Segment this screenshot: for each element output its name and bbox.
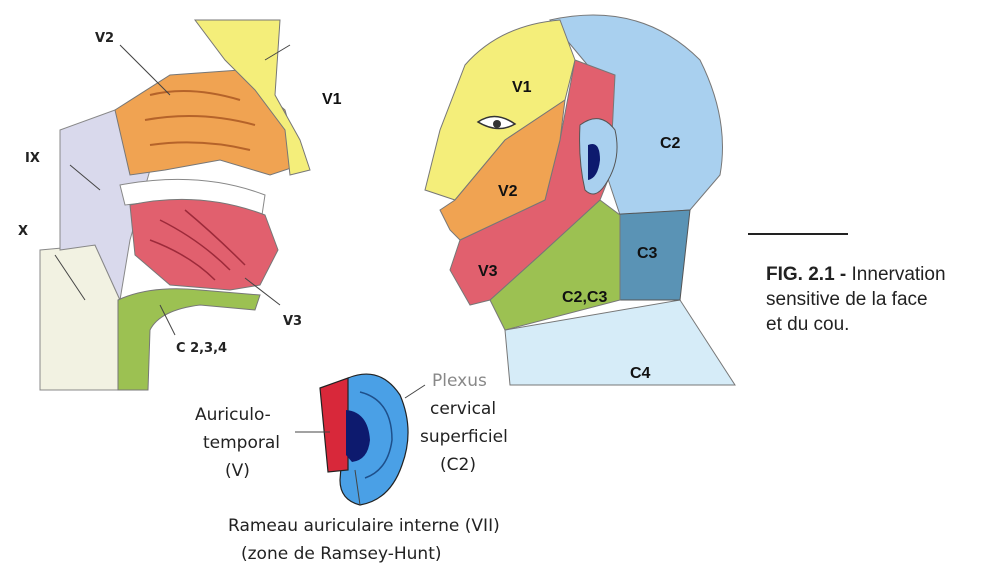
ear-right-label-3: superficiel: [420, 427, 508, 447]
ear-right-label-4: (C2): [440, 455, 476, 475]
caption-rule: [748, 233, 848, 235]
label-v1-profile: V1: [512, 79, 532, 96]
label-ix: IX: [25, 151, 40, 166]
label-v2-sagittal: V2: [95, 31, 114, 46]
pupil: [493, 120, 501, 128]
label-x: X: [18, 224, 28, 239]
label-c234: C 2,3,4: [176, 341, 227, 356]
region-v3-sagittal: [130, 199, 278, 290]
ear-right-label-1: Plexus: [432, 371, 487, 391]
ear-bottom-label-1: Rameau auriculaire interne (VII): [228, 516, 500, 536]
ear-left-label-2: temporal: [203, 433, 280, 453]
ear-bottom-label-2: (zone de Ramsey-Hunt): [241, 544, 442, 564]
caption-figure-id: FIG. 2.1 -: [766, 264, 846, 285]
label-v3-profile: V3: [478, 263, 498, 280]
label-c4: C4: [630, 365, 651, 382]
ear-detail-red: [320, 378, 348, 472]
caption-text-3: et du cou.: [766, 314, 849, 335]
ear-left-label-1: Auriculo-: [195, 405, 271, 425]
label-v2-profile: V2: [498, 183, 518, 200]
caption-text-1: Innervation: [852, 264, 946, 285]
ear-right-label-2: cervical: [430, 399, 496, 419]
label-v1-sagittal: V1: [322, 91, 342, 108]
profile-head: V1 V2 V3 C2 C3 C2,C3 C4: [425, 15, 735, 385]
ear-detail: Auriculo- temporal (V) Plexus cervical s…: [195, 371, 508, 564]
label-c2-profile: C2: [660, 135, 681, 152]
sagittal-section: V2 V1 IX X V3 C 2,3,4: [18, 20, 342, 390]
ear-left-label-3: (V): [225, 461, 250, 481]
caption-text-2: sensitive de la face: [766, 289, 928, 310]
figure-caption: FIG. 2.1 - Innervation sensitive de la f…: [766, 262, 986, 337]
label-v3-sagittal: V3: [283, 314, 302, 329]
label-c3: C3: [637, 245, 658, 262]
region-c234: [118, 289, 260, 390]
label-c2c3: C2,C3: [562, 289, 607, 306]
